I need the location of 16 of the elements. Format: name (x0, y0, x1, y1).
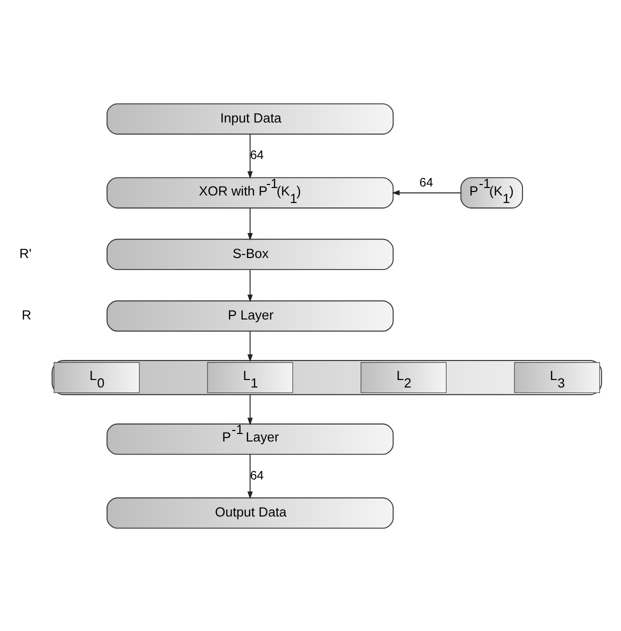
node-box: Output Data (106, 496, 394, 528)
edge-label: 64 (250, 468, 264, 482)
arrow (247, 394, 253, 425)
label: R (22, 307, 32, 322)
node-box: P Layer (106, 300, 394, 332)
arrow (247, 330, 253, 362)
arrow (247, 133, 253, 178)
edge-label: 64 (250, 148, 264, 162)
node-box: S-Box (106, 238, 394, 270)
arrow (247, 453, 253, 499)
label: R' (19, 245, 32, 260)
edge-label: 64 (419, 175, 434, 190)
arrow (247, 207, 253, 240)
arrow (392, 190, 462, 195)
node-box: Input Data (106, 102, 394, 134)
arrow (247, 268, 253, 302)
